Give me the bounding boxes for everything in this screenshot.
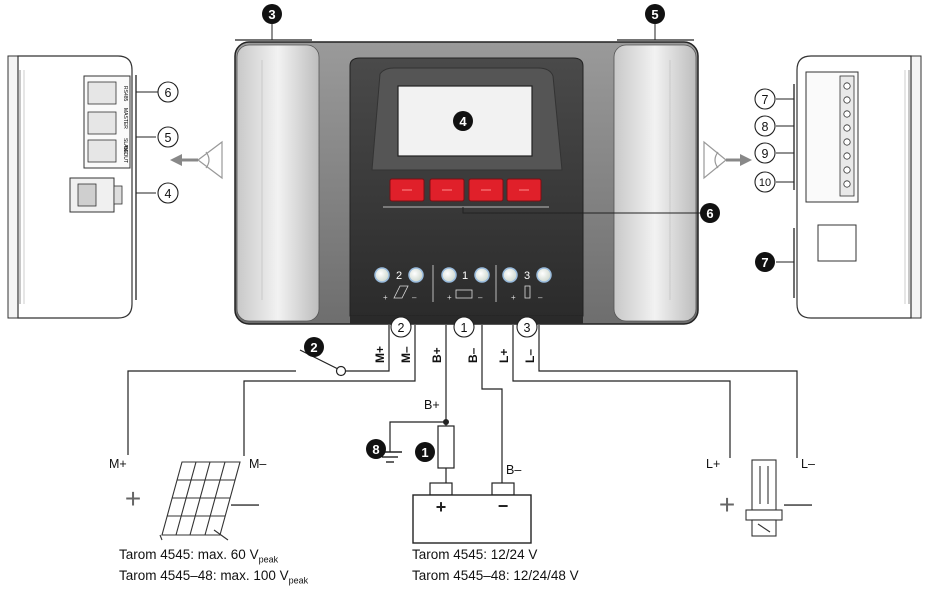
terminal-m-plus: M+ xyxy=(373,346,387,363)
svg-text:−: − xyxy=(498,496,509,516)
controller-front: 2 + – 1 + – 3 + – xyxy=(234,41,699,325)
svg-text:8: 8 xyxy=(762,120,769,134)
svg-text:–: – xyxy=(538,293,543,302)
svg-text:2: 2 xyxy=(310,340,317,355)
callout-filled-3 xyxy=(262,4,282,24)
callout-filled-4 xyxy=(453,111,473,131)
terminal-l-minus: L– xyxy=(523,349,537,363)
svg-text:4: 4 xyxy=(165,187,172,201)
svg-text:1: 1 xyxy=(461,321,468,335)
lamp-icon xyxy=(524,285,531,299)
led-solar-number: 2 xyxy=(396,270,402,282)
svg-text:–: – xyxy=(478,293,483,302)
callout-outline-2 xyxy=(390,316,412,338)
load-minus-sign: — xyxy=(784,487,812,518)
svg-text:10: 10 xyxy=(759,177,771,189)
slave-label: SLAVE xyxy=(122,138,128,154)
terminal-b-minus: B– xyxy=(466,347,480,363)
led-group-solar: 2 + – xyxy=(374,267,424,302)
eye-icon-left xyxy=(197,140,223,180)
callout-outline-7 xyxy=(754,88,776,110)
svg-text:+: + xyxy=(511,293,516,302)
callout-filled-5 xyxy=(645,4,665,24)
terminal-b-plus: B+ xyxy=(430,347,444,363)
rs485-label: RS485 xyxy=(122,86,128,102)
callout-outline-4 xyxy=(157,182,179,204)
svg-text:6: 6 xyxy=(165,86,172,100)
wiring xyxy=(127,325,798,483)
module-voltage-caption-2: Tarom 4545–48: max. 100 Vpeak xyxy=(119,568,309,586)
callout-filled-1 xyxy=(415,442,435,462)
svg-text:+: + xyxy=(383,293,388,302)
battery-symbol: + − xyxy=(412,482,532,544)
battery-voltage-caption-1: Tarom 4545: 12/24 V xyxy=(412,547,538,562)
callout-outline-5 xyxy=(157,126,179,148)
fuse-symbol xyxy=(437,425,455,469)
lamp-load-icon xyxy=(745,459,783,537)
svg-text:9: 9 xyxy=(762,147,769,161)
b-plus-node-label: B+ xyxy=(424,398,440,412)
m-minus-module-label: M– xyxy=(249,457,266,471)
right-side-view xyxy=(703,55,922,319)
b-minus-battery-label: B– xyxy=(506,463,521,477)
led-group-battery: 1 + – xyxy=(441,267,490,302)
module-voltage-caption-1: Tarom 4545: max. 60 Vpeak xyxy=(119,547,279,565)
callout-filled-2 xyxy=(304,337,324,357)
svg-text:1: 1 xyxy=(421,445,428,460)
svg-text:3: 3 xyxy=(524,321,531,335)
battery-icon xyxy=(455,289,473,299)
callout-outline-8 xyxy=(754,115,776,137)
svg-text:7: 7 xyxy=(762,93,769,107)
svg-text:5: 5 xyxy=(651,7,658,22)
terminal-l-plus: L+ xyxy=(497,349,511,363)
in-out-label: IN OUT xyxy=(122,146,128,163)
l-plus-load-label: L+ xyxy=(706,457,720,471)
module-plus-sign: + xyxy=(125,483,141,514)
svg-text:8: 8 xyxy=(372,442,379,457)
svg-text:7: 7 xyxy=(761,255,768,270)
svg-text:4: 4 xyxy=(459,114,467,129)
battery-voltage-caption-2: Tarom 4545–48: 12/24/48 V xyxy=(412,568,579,583)
solar-panel-icon xyxy=(393,285,409,299)
led-group-load: 3 + – xyxy=(502,267,552,302)
svg-text:+: + xyxy=(447,293,452,302)
svg-text:+: + xyxy=(436,497,447,517)
callout-filled-7 xyxy=(755,252,775,272)
junction-dot xyxy=(443,419,449,425)
terminal-m-minus: M– xyxy=(399,346,413,363)
red-button-row xyxy=(389,178,542,202)
l-minus-load-label: L– xyxy=(801,457,815,471)
callout-filled-6 xyxy=(700,203,720,223)
solar-module-icon xyxy=(159,461,241,541)
callout-outline-9 xyxy=(754,142,776,164)
led-battery-number: 1 xyxy=(462,270,468,282)
left-side-view: RS485 MASTER SLAVE IN OUT xyxy=(7,55,223,319)
switch-contact xyxy=(335,365,347,377)
callout-outline-3 xyxy=(516,316,538,338)
callout-outline-1 xyxy=(453,316,475,338)
svg-text:3: 3 xyxy=(268,7,275,22)
module-minus-sign: — xyxy=(231,487,259,518)
load-plus-sign: + xyxy=(719,489,735,520)
left-end-cap xyxy=(236,44,320,322)
svg-text:–: – xyxy=(412,293,417,302)
svg-text:5: 5 xyxy=(165,131,172,145)
m-plus-module-label: M+ xyxy=(109,457,127,471)
svg-text:2: 2 xyxy=(398,321,405,335)
led-load-number: 3 xyxy=(524,270,530,282)
right-end-cap xyxy=(613,44,697,322)
master-label: MASTER xyxy=(122,108,128,129)
terminal-strip xyxy=(839,75,855,197)
callout-filled-8 xyxy=(366,439,386,459)
callout-outline-10 xyxy=(754,171,776,193)
svg-text:6: 6 xyxy=(706,206,713,221)
